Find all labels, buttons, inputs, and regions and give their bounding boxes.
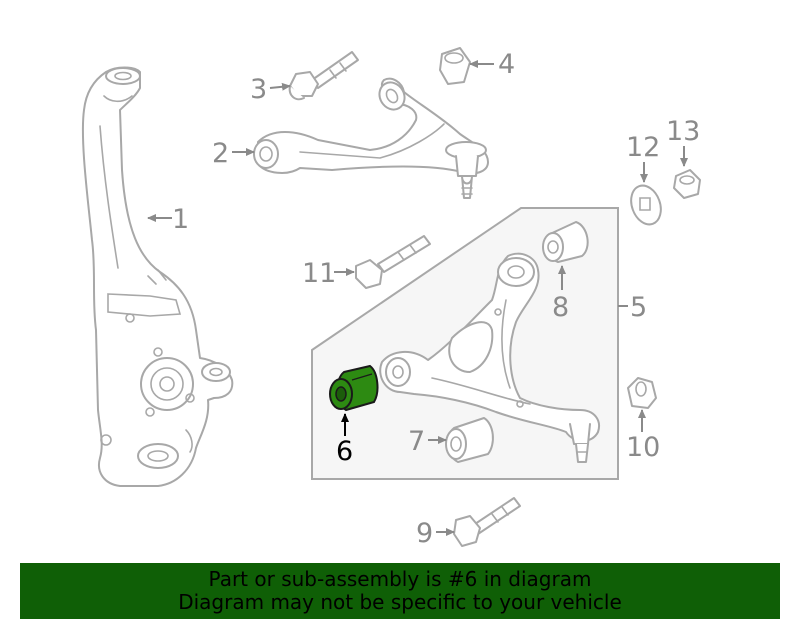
bolt-11[interactable] bbox=[355, 235, 431, 289]
upper-control-arm[interactable] bbox=[253, 77, 489, 199]
callout-12[interactable]: 12 bbox=[626, 132, 660, 163]
nut-10[interactable] bbox=[627, 377, 657, 409]
callout-4[interactable]: 4 bbox=[498, 49, 515, 80]
callout-6[interactable]: 6 bbox=[336, 436, 353, 467]
bushing-8[interactable] bbox=[542, 221, 589, 263]
parts-diagram: 1 2 3 4 5 6 7 8 9 10 11 12 13 bbox=[81, 47, 701, 549]
callout-1[interactable]: 1 bbox=[172, 204, 189, 235]
banner-line-1: Part or sub-assembly is #6 in diagram bbox=[208, 567, 592, 591]
bushing-6[interactable] bbox=[329, 364, 379, 412]
bushing-7[interactable] bbox=[445, 417, 494, 463]
lower-control-arm[interactable] bbox=[379, 252, 600, 463]
bolt-3[interactable] bbox=[288, 51, 359, 101]
callout-13[interactable]: 13 bbox=[666, 116, 700, 147]
leader-line-3 bbox=[269, 82, 291, 91]
bolt-9[interactable] bbox=[453, 497, 521, 547]
callout-11[interactable]: 11 bbox=[302, 258, 336, 289]
callout-8[interactable]: 8 bbox=[552, 292, 569, 323]
nut-13[interactable] bbox=[673, 169, 701, 199]
banner-line-2: Diagram may not be specific to your vehi… bbox=[178, 590, 622, 614]
info-banner: Part or sub-assembly is #6 in diagram Di… bbox=[20, 563, 780, 619]
callout-3[interactable]: 3 bbox=[250, 74, 267, 105]
washer-12[interactable] bbox=[626, 181, 666, 228]
callout-9[interactable]: 9 bbox=[416, 518, 433, 549]
steering-knuckle[interactable] bbox=[81, 66, 234, 487]
callout-7[interactable]: 7 bbox=[408, 426, 425, 457]
callout-10[interactable]: 10 bbox=[626, 432, 660, 463]
callout-5[interactable]: 5 bbox=[630, 292, 647, 323]
nut-4[interactable] bbox=[439, 47, 471, 85]
callout-2[interactable]: 2 bbox=[212, 138, 229, 169]
